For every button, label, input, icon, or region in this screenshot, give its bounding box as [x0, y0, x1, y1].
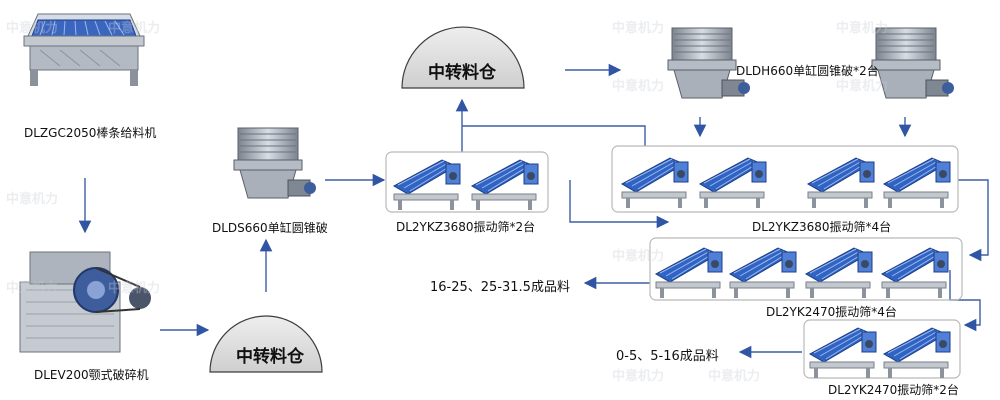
- flow-lines: [78, 63, 989, 359]
- watermark-logo: 中意机力: [836, 20, 888, 36]
- watermark-logo: 中意机力: [6, 280, 58, 296]
- bin-label-left: 中转料仓: [236, 347, 304, 367]
- screen-group-b-frame: [611, 145, 959, 213]
- arrow-screenc-to-screend: [949, 270, 981, 332]
- bin-dome-top: [401, 26, 525, 89]
- arrow-screenb-to-screenc: [958, 179, 989, 262]
- vibrating-screen: [699, 157, 767, 209]
- vibrating-screen: [883, 157, 951, 209]
- watermark-logo: 中意机力: [612, 248, 664, 264]
- watermark-logo: 中意机力: [836, 78, 888, 94]
- screen-group-d-frame: [803, 319, 961, 379]
- bin-dome-left: [209, 315, 323, 373]
- label-product-fine: 0-5、5-16成品料: [616, 349, 719, 364]
- vibrating-screen: [883, 327, 951, 379]
- label-cone-double: DLDH660单缸圆锥破*2台: [736, 64, 879, 78]
- watermark-logo: 中意机力: [6, 20, 58, 36]
- watermark-group: 中意机力 中意机力 中意机力 中意机力 中意机力 中意机力 中意机力 中意机力 …: [6, 20, 888, 384]
- vibrating-screen: [621, 157, 689, 209]
- watermark-logo: 中意机力: [612, 20, 664, 36]
- vibrating-screen: [729, 247, 797, 299]
- vibrating-screen: [805, 247, 873, 299]
- vibrating-screen: [393, 159, 461, 211]
- cone-crusher-single: [233, 127, 317, 199]
- vibrating-screen: [809, 327, 877, 379]
- label-feeder: DLZGC2050棒条给料机: [24, 126, 157, 140]
- label-product-coarse: 16-25、25-31.5成品料: [430, 280, 570, 295]
- label-screen-d: DL2YK2470振动筛*2台: [828, 383, 959, 397]
- watermark-logo: 中意机力: [6, 191, 58, 207]
- bin-label-top: 中转料仓: [428, 63, 496, 83]
- vibrating-screen: [807, 157, 875, 209]
- watermark-logo: 中意机力: [108, 280, 160, 296]
- feeder-machine: [23, 13, 145, 86]
- label-cone-single: DLDS660单缸圆锥破: [212, 221, 328, 235]
- arrow-screena-to-screenc: [569, 180, 670, 229]
- screen-group-a-frame: [385, 151, 549, 213]
- label-jaw-crusher: DLEV200颚式破碎机: [34, 368, 149, 382]
- label-screen-c: DL2YK2470振动筛*4台: [766, 305, 897, 319]
- watermark-logo: 中意机力: [612, 368, 664, 384]
- jaw-crusher-machine: [19, 251, 151, 353]
- vibrating-screen: [471, 159, 539, 211]
- label-screen-b: DL2YKZ3680振动筛*4台: [752, 220, 892, 234]
- vibrating-screen: [881, 247, 949, 299]
- watermark-logo: 中意机力: [108, 20, 160, 36]
- vibrating-screen: [655, 247, 723, 299]
- watermark-logo: 中意机力: [708, 368, 760, 384]
- watermark-logo: 中意机力: [612, 78, 664, 94]
- label-screen-a: DL2YKZ3680振动筛*2台: [396, 220, 536, 234]
- screen-group-c-frame: [649, 237, 963, 301]
- line-topbin-to-screenb: [462, 125, 646, 146]
